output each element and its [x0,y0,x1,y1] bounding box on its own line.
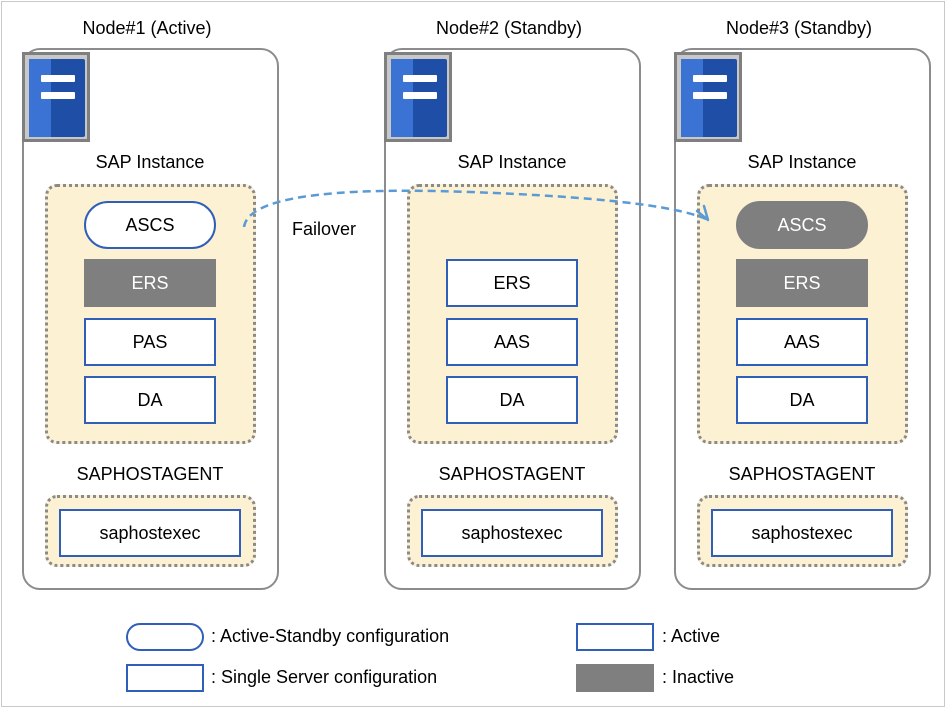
node3-ers-service: ERS [736,259,868,307]
node3-sap-instance-label: SAP Instance [747,152,857,172]
node2-saphostexec-service: saphostexec [421,509,603,557]
node2-saphostagent-label: SAPHOSTAGENT [438,464,586,484]
server-icon [674,52,742,142]
node3-ascs-service: ASCS [736,201,868,249]
node1-saphostexec-service: saphostexec [59,509,241,557]
node2-sap-instance-label: SAP Instance [457,152,567,172]
legend-active-standby-text: : Active-Standby configuration [211,626,450,646]
legend-single-server-text: : Single Server configuration [211,667,438,687]
node3-da-service: DA [736,376,868,424]
node3-title: Node#3 (Standby) [725,18,873,38]
legend-inactive-text: : Inactive [662,667,735,687]
node3-saphostexec-service: saphostexec [711,509,893,557]
node1-sap-instance-label: SAP Instance [95,152,205,172]
legend-active-standby-swatch [126,623,204,651]
node1-ers-service: ERS [84,259,216,307]
node1-ascs-service: ASCS [84,201,216,249]
server-icon [384,52,452,142]
legend-single-server-swatch [126,664,204,692]
node1-pas-service: PAS [84,318,216,366]
node1-title: Node#1 (Active) [82,18,212,38]
node3-saphostagent-label: SAPHOSTAGENT [728,464,876,484]
node2-aas-service: AAS [446,318,578,366]
legend-active-text: : Active [662,626,721,646]
legend-inactive-swatch [576,664,654,692]
node2-title: Node#2 (Standby) [435,18,583,38]
node2-da-service: DA [446,376,578,424]
server-icon [22,52,90,142]
legend-active-swatch [576,623,654,651]
failover-label: Failover [292,219,357,239]
node1-da-service: DA [84,376,216,424]
node1-saphostagent-label: SAPHOSTAGENT [76,464,224,484]
node2-ers-service: ERS [446,259,578,307]
node3-aas-service: AAS [736,318,868,366]
